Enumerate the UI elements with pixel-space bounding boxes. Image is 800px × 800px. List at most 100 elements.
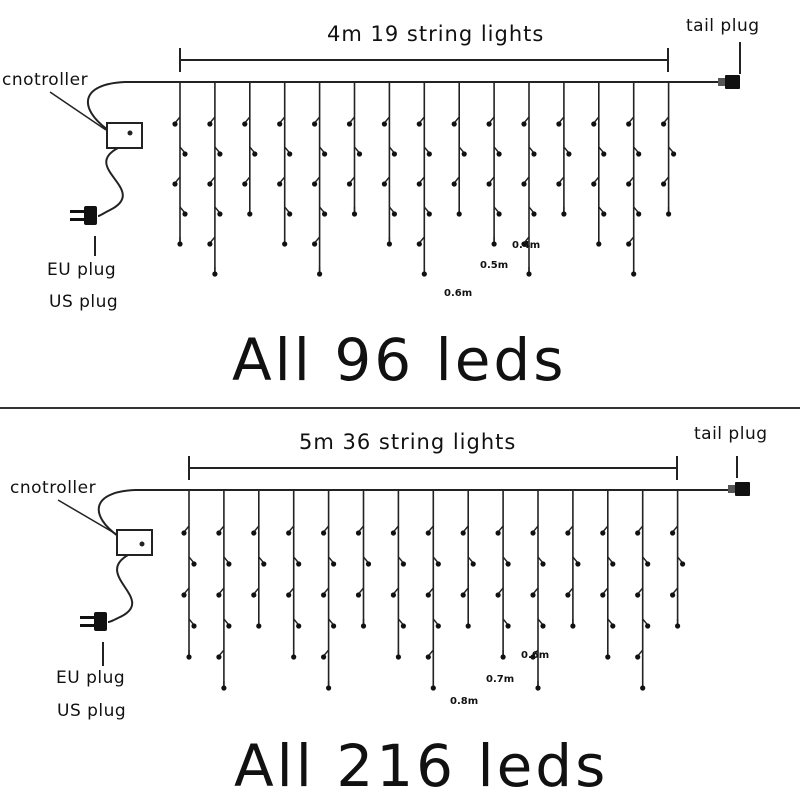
led-bulb	[460, 592, 466, 598]
led-bulb	[486, 181, 492, 187]
led-bulb	[321, 654, 327, 660]
led-bulb	[425, 654, 431, 660]
led-bulb	[346, 121, 353, 127]
led-bulb	[182, 211, 188, 217]
power-plug-icon	[80, 612, 107, 631]
led-bulb	[287, 211, 293, 217]
led-bulb	[530, 530, 536, 536]
led-bulb	[600, 530, 606, 536]
bottom-drop-strings	[181, 490, 686, 691]
led-bulb	[247, 211, 253, 217]
led-bulb	[565, 592, 571, 598]
led-bulb	[645, 561, 651, 567]
led-bulb	[561, 211, 567, 217]
led-bulb	[221, 685, 227, 691]
led-bulb	[416, 121, 422, 127]
led-bulb	[680, 561, 686, 567]
led-bulb	[326, 685, 332, 691]
led-bulb	[640, 685, 646, 691]
eu-plug-label: EU plug	[47, 260, 117, 280]
led-bulb	[226, 561, 232, 567]
controller-box-icon	[116, 529, 153, 556]
led-bulb	[252, 151, 258, 157]
led-bulb	[207, 181, 213, 187]
led-bulb	[635, 654, 641, 660]
led-bulb	[635, 592, 641, 598]
led-bulb	[217, 151, 223, 157]
tail-plug-label: tail plug	[694, 424, 768, 444]
led-bulb	[596, 241, 602, 247]
led-bulb	[435, 561, 441, 567]
led-bulb	[331, 561, 337, 567]
led-bulb	[675, 623, 681, 629]
led-bulb	[425, 530, 431, 536]
led-bulb	[470, 561, 476, 567]
tail-plug-icon	[728, 482, 750, 496]
led-bulb	[355, 530, 362, 536]
led-bulb	[251, 530, 257, 536]
led-bulb	[505, 561, 511, 567]
led-bulb	[540, 561, 546, 567]
led-bulb	[530, 592, 536, 598]
led-bulb	[670, 592, 676, 598]
led-bulb	[226, 623, 232, 629]
led-bulb	[286, 530, 292, 536]
led-bulb	[600, 592, 606, 598]
led-bulb	[535, 685, 541, 691]
led-bulb	[521, 181, 527, 187]
led-bulb	[312, 181, 318, 187]
led-bulb	[207, 121, 213, 127]
led-bulb	[460, 530, 466, 536]
led-bulb	[251, 592, 257, 598]
led-bulb	[575, 561, 581, 567]
led-bulb	[461, 151, 467, 157]
led-bulb	[317, 271, 323, 277]
led-bulb	[465, 623, 471, 629]
led-bulb	[287, 151, 293, 157]
length-label-medium: 0.7m	[486, 674, 515, 685]
led-bulb	[186, 654, 192, 660]
led-bulb	[181, 592, 187, 598]
length-label-short: 0.4m	[512, 240, 541, 251]
led-bulb	[601, 151, 607, 157]
power-plug-icon	[70, 206, 97, 225]
led-bulb	[486, 121, 492, 127]
length-label-long: 0.8m	[450, 696, 479, 707]
led-bulb	[591, 181, 597, 187]
led-bulb	[182, 151, 188, 157]
length-label-long: 0.6m	[444, 288, 473, 299]
led-bulb	[570, 623, 576, 629]
led-bulb	[496, 151, 502, 157]
led-bulb	[381, 181, 387, 187]
led-bulb	[540, 623, 546, 629]
led-bulb	[217, 211, 223, 217]
diagram-4m-drawing	[49, 42, 741, 277]
led-bulb	[626, 121, 632, 127]
led-bulb	[346, 181, 353, 187]
led-bulb	[390, 530, 396, 536]
led-bulb	[605, 654, 611, 660]
led-bulb	[242, 181, 248, 187]
led-bulb	[521, 241, 527, 247]
led-bulb	[312, 121, 318, 127]
led-bulb	[435, 623, 441, 629]
led-bulb	[277, 181, 283, 187]
led-bulb	[191, 623, 197, 629]
diagram-4m: 4m 19 string lights tail plug cnotroller…	[2, 16, 759, 394]
led-bulb	[261, 561, 267, 567]
led-bulb	[531, 211, 537, 217]
led-bulb	[645, 623, 651, 629]
led-bulb	[391, 151, 397, 157]
led-bulb	[521, 121, 527, 127]
led-bulb	[430, 685, 436, 691]
led-bulb	[395, 654, 401, 660]
total-leds-title: All 96 leds	[232, 326, 567, 394]
led-bulb	[291, 654, 297, 660]
led-bulb	[321, 530, 327, 536]
led-bulb	[556, 121, 562, 127]
led-bulb	[416, 181, 422, 187]
led-bulb	[526, 271, 532, 277]
led-bulb	[505, 623, 511, 629]
led-bulb	[426, 151, 432, 157]
led-bulb	[421, 271, 427, 277]
